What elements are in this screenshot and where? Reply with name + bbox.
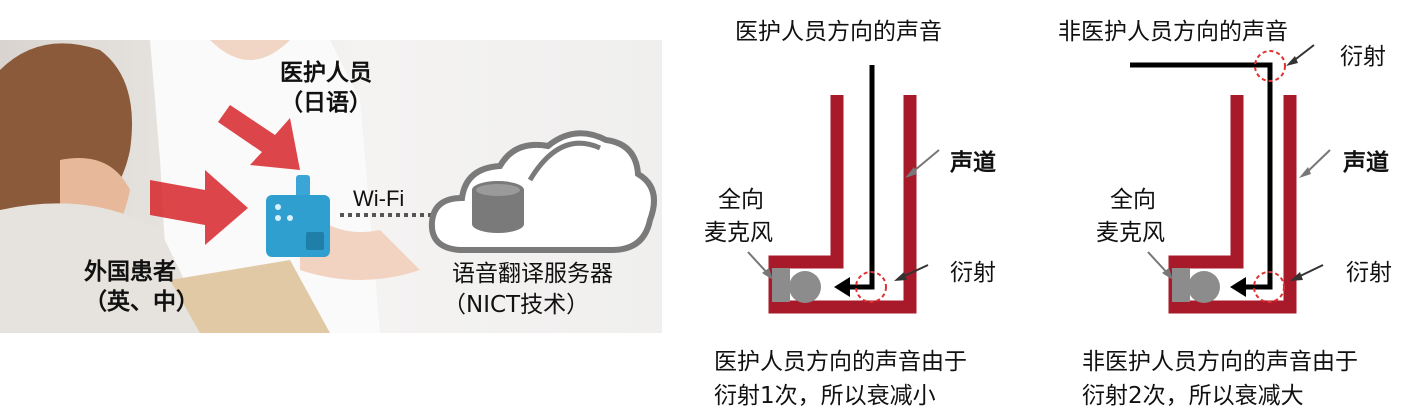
diagram-1-mic-label-2: 麦克风 (704, 220, 773, 246)
diagram-2-caption-line-1: 非医护人员方向的声音由于 (1082, 349, 1358, 375)
scene-photo (0, 40, 662, 333)
patient-label: 外国患者 (84, 259, 176, 285)
mic-body (1172, 268, 1190, 302)
sound-path (1130, 62, 1273, 290)
server-tech-label: （NICT技术） (443, 292, 590, 318)
diffraction-circle (855, 271, 887, 303)
nurse-neck (210, 40, 290, 60)
diagram-1-channel-label: 声道 (950, 150, 996, 176)
diagram-1-mic-label-1: 全向 (718, 187, 764, 213)
diagram-1-channel (747, 65, 940, 314)
wifi-label: Wi-Fi (353, 186, 405, 211)
server-label: 语音翻译服务器 (452, 261, 613, 287)
diagram-2-caption-line-2: 衍射2次，所以衰减大 (1082, 383, 1304, 409)
diagram-2-mic-label-1: 全向 (1110, 187, 1156, 213)
clipboard (170, 260, 330, 333)
diagram-2-channel (1130, 44, 1331, 314)
diffraction-circle-bottom (1253, 271, 1285, 303)
sound-arrow-head (834, 277, 850, 297)
diagram-2-mic-label-2: 麦克风 (1096, 220, 1165, 246)
channel-wall (1168, 95, 1297, 314)
patient-shoulder (0, 203, 210, 333)
diagram-2-channel-label: 声道 (1343, 150, 1389, 176)
diagram-2-title: 非医护人员方向的声音 (1058, 19, 1288, 45)
mic-head (789, 271, 821, 303)
diagram-2-top-diffraction-label: 衍射 (1340, 44, 1386, 70)
nurse-arm (300, 200, 420, 280)
diagram-2-diffraction-label: 衍射 (1346, 260, 1392, 286)
scene-illustration (0, 40, 657, 333)
mic-head (1188, 271, 1220, 303)
diagram-1-diffraction-label: 衍射 (950, 260, 996, 286)
mic-body (772, 268, 790, 302)
diagram-1-caption-line-1: 医护人员方向的声音由于 (714, 349, 967, 375)
sound-path (845, 65, 875, 290)
device-clip (296, 175, 310, 197)
patient-language: （英、中） (84, 289, 199, 315)
sound-arrow-head (1230, 277, 1246, 297)
medical-staff-label: 医护人员 (280, 60, 372, 86)
red-arrow-from-patient (150, 170, 248, 245)
red-arrow-from-staff (218, 105, 300, 170)
diagram-1-title: 医护人员方向的声音 (735, 19, 942, 45)
cloud-server-icon (428, 130, 657, 253)
medical-staff-language: （日语） (280, 90, 372, 116)
diffraction-circle-top (1254, 50, 1286, 82)
diagram-1-caption-line-2: 衍射1次，所以衰减小 (714, 383, 936, 409)
